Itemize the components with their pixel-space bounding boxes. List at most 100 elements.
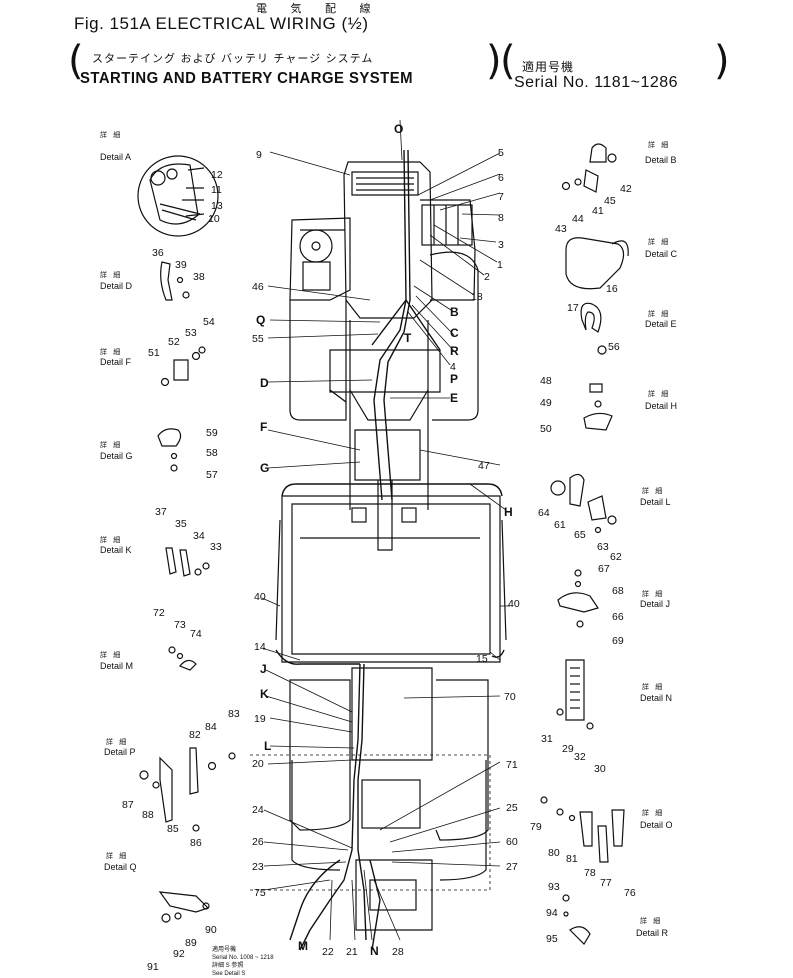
callout-61: 61	[554, 519, 566, 531]
detail-d-jp: 詳 細	[100, 270, 122, 279]
callout-35: 35	[175, 518, 187, 530]
machine-body	[275, 161, 507, 931]
callout-G: G	[260, 461, 269, 475]
callout-28: 28	[392, 946, 404, 958]
callout-75: 75	[254, 887, 266, 899]
callout-33: 33	[210, 541, 222, 553]
callout-Q: Q	[256, 313, 265, 327]
callout-F: F	[260, 420, 267, 434]
detail-q-jp: 詳 細	[106, 851, 128, 860]
callout-45: 45	[604, 195, 616, 207]
figure-title: Fig. 151A ELECTRICAL WIRING (½)	[74, 14, 369, 33]
detail-g-label: Detail G	[100, 451, 133, 461]
detail-n-label: Detail N	[640, 693, 672, 703]
detail-k-label: Detail K	[100, 545, 132, 555]
callout-67: 67	[598, 563, 610, 575]
callout-88: 88	[142, 809, 154, 821]
callout-38: 38	[193, 271, 205, 283]
callout-62: 62	[610, 551, 622, 563]
callout-44: 44	[572, 213, 584, 225]
callout-labels: 1211131036393854535251595857373534337273…	[122, 122, 636, 973]
callout-15: 15	[476, 653, 488, 665]
applicable-japanese: 適用号機	[522, 60, 575, 74]
callout-4: 4	[450, 361, 456, 373]
callout-72: 72	[153, 607, 165, 619]
callout-64: 64	[538, 507, 550, 519]
callout-83: 83	[228, 708, 240, 720]
callout-77: 77	[600, 877, 612, 889]
callout-93: 93	[548, 881, 560, 893]
callout-53: 53	[185, 327, 197, 339]
detail-a-label: Detail A	[100, 152, 131, 162]
detail-c-jp: 詳 細	[648, 237, 670, 246]
callout-K: K	[260, 687, 269, 701]
callout-63: 63	[597, 541, 609, 553]
callout-32: 32	[574, 751, 586, 763]
callout-B: B	[450, 305, 459, 319]
callout-13: 13	[211, 200, 223, 212]
callout-40: 40	[508, 598, 520, 610]
callout-N: N	[370, 944, 379, 958]
callout-17: 17	[567, 302, 579, 314]
detail-f-label: Detail F	[100, 357, 132, 367]
serial-note: 適用号機 Serial No. 1008 ~ 1218 詳細 S 参照 See …	[212, 945, 274, 977]
detail-c-label: Detail C	[645, 249, 678, 259]
detail-g-jp: 詳 細	[100, 440, 122, 449]
callout-22: 22	[322, 946, 334, 958]
callout-H: H	[504, 505, 513, 519]
callout-11: 11	[211, 184, 222, 196]
callout-78: 78	[584, 867, 596, 879]
callout-5: 5	[498, 147, 504, 159]
callout-R: R	[450, 344, 459, 358]
callout-95: 95	[546, 933, 558, 945]
callout-50: 50	[540, 423, 552, 435]
serial-right-bracket: )	[714, 38, 730, 84]
callout-27: 27	[506, 861, 518, 873]
callout-94: 94	[546, 907, 558, 919]
leader-lines	[250, 119, 510, 941]
detail-j-jp: 詳 細	[642, 589, 664, 598]
callout-91: 91	[147, 961, 159, 973]
callout-70: 70	[504, 691, 516, 703]
callout-82: 82	[189, 729, 201, 741]
callout-31: 31	[541, 733, 553, 745]
right-bracket: )	[486, 38, 502, 84]
callout-16: 16	[606, 283, 618, 295]
callout-20: 20	[252, 758, 264, 770]
callout-30: 30	[594, 763, 606, 775]
callout-56: 56	[608, 341, 620, 353]
callout-66: 66	[612, 611, 624, 623]
callout-49: 49	[540, 397, 552, 409]
callout-71: 71	[506, 759, 518, 771]
detail-b-label: Detail B	[645, 155, 677, 165]
svg-text:詳細 S 参照: 詳細 S 参照	[212, 961, 243, 969]
detail-m-jp: 詳 細	[100, 650, 122, 659]
callout-8: 8	[498, 212, 504, 224]
detail-p-jp: 詳 細	[106, 737, 128, 746]
callout-29: 29	[562, 743, 574, 755]
callout-25: 25	[506, 802, 518, 814]
callout-10: 10	[208, 213, 220, 225]
callout-37: 37	[155, 506, 167, 518]
callout-86: 86	[190, 837, 202, 849]
callout-69: 69	[612, 635, 624, 647]
callout-P: P	[450, 372, 458, 386]
callout-79: 79	[530, 821, 542, 833]
detail-l-jp: 詳 細	[642, 486, 664, 495]
callout-M: M	[298, 939, 308, 953]
callout-L: L	[264, 739, 271, 753]
callout-41: 41	[592, 205, 604, 217]
callout-34: 34	[193, 530, 205, 542]
callout-85: 85	[167, 823, 179, 835]
callout-14: 14	[254, 641, 266, 653]
callout-52: 52	[168, 336, 180, 348]
callout-12: 12	[211, 169, 223, 181]
detail-labels: 詳 細 Detail A 詳 細 Detail B 詳 細 Detail C 詳…	[100, 130, 678, 938]
callout-3: 3	[498, 239, 504, 251]
callout-54: 54	[203, 316, 215, 328]
callout-O: O	[394, 122, 403, 136]
callout-74: 74	[190, 628, 202, 640]
subtitle: STARTING AND BATTERY CHARGE SYSTEM	[80, 70, 413, 87]
detail-p-label: Detail P	[104, 747, 136, 757]
callout-36: 36	[152, 247, 164, 259]
